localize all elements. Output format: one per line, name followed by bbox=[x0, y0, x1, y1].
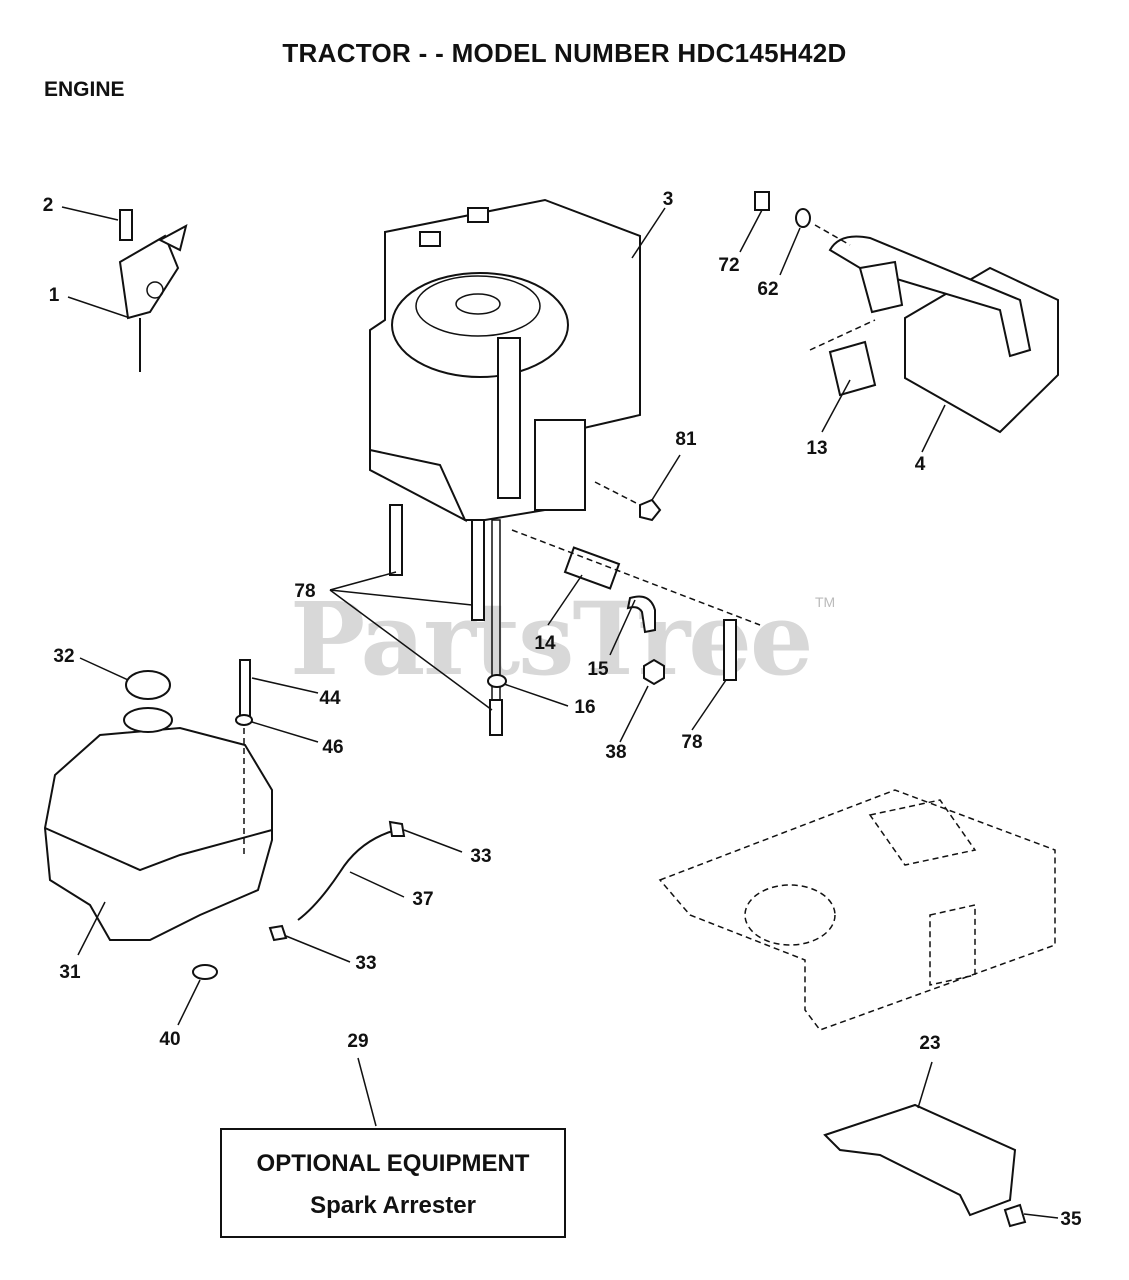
optional-equipment-heading: OPTIONAL EQUIPMENT bbox=[256, 1150, 530, 1177]
callout-31: 31 bbox=[59, 962, 81, 983]
callout-16: 16 bbox=[574, 697, 596, 718]
optional-equipment-item: Spark Arrester bbox=[310, 1192, 476, 1219]
leader-40 bbox=[177, 979, 201, 1026]
callout-15: 15 bbox=[587, 659, 609, 680]
callout-35: 35 bbox=[1060, 1209, 1082, 1230]
leader-62 bbox=[779, 227, 801, 276]
callout-81: 81 bbox=[675, 429, 697, 450]
callout-38: 38 bbox=[605, 742, 627, 763]
leader-78a-1 bbox=[329, 589, 473, 606]
callout-72: 72 bbox=[718, 255, 740, 276]
callout-33-top: 33 bbox=[470, 846, 492, 867]
leader-81 bbox=[651, 454, 681, 501]
nut-81-drawing bbox=[639, 498, 662, 522]
page-title: TRACTOR - - MODEL NUMBER HDC145H42D bbox=[282, 38, 847, 68]
grommet-40-drawing bbox=[192, 964, 218, 980]
muffler-drawing bbox=[754, 191, 1059, 434]
frame-drawing bbox=[658, 789, 1056, 1031]
callout-33-bottom: 33 bbox=[355, 953, 377, 974]
leader-3 bbox=[631, 207, 666, 259]
optional-equipment-box: OPTIONAL EQUIPMENT Spark Arrester bbox=[220, 1128, 566, 1238]
leader-78b bbox=[691, 679, 727, 731]
leader-37 bbox=[349, 871, 405, 898]
leader-4 bbox=[921, 404, 946, 453]
section-heading: ENGINE bbox=[44, 78, 125, 101]
watermark-trademark: TM bbox=[815, 594, 836, 610]
callout-46: 46 bbox=[322, 737, 344, 758]
callout-13: 13 bbox=[806, 438, 828, 459]
leader-16 bbox=[503, 683, 569, 707]
leader-1 bbox=[67, 296, 131, 319]
heat-shield-drawing bbox=[823, 1103, 1027, 1228]
fuel-tank-drawing bbox=[43, 659, 273, 941]
hardware-drawing bbox=[389, 504, 761, 736]
leader-78a-3 bbox=[329, 589, 493, 711]
throttle-control-drawing bbox=[118, 209, 188, 372]
leader-15 bbox=[609, 599, 636, 656]
callout-29: 29 bbox=[347, 1031, 369, 1052]
callout-32: 32 bbox=[53, 646, 75, 667]
callout-3: 3 bbox=[662, 189, 674, 210]
leader-14 bbox=[547, 574, 583, 626]
leader-13 bbox=[821, 379, 851, 433]
leader-35 bbox=[1023, 1213, 1059, 1219]
callout-2: 2 bbox=[42, 195, 54, 216]
leader-72 bbox=[739, 209, 763, 253]
callout-1: 1 bbox=[48, 285, 60, 306]
engine-drawing bbox=[369, 198, 641, 523]
leader-31 bbox=[77, 901, 106, 956]
callout-62: 62 bbox=[757, 279, 779, 300]
fuel-line-drawing bbox=[268, 820, 406, 942]
leader-44 bbox=[251, 677, 319, 694]
callout-37: 37 bbox=[412, 889, 434, 910]
callout-78-right: 78 bbox=[681, 732, 703, 753]
leader-38 bbox=[619, 685, 649, 743]
leader-32 bbox=[79, 657, 129, 681]
leader-46 bbox=[251, 721, 319, 743]
callout-23: 23 bbox=[919, 1033, 941, 1054]
leader-33a bbox=[403, 829, 463, 853]
callout-4: 4 bbox=[914, 454, 926, 475]
leader-33b bbox=[285, 935, 351, 963]
leader-23 bbox=[917, 1061, 933, 1109]
callout-40: 40 bbox=[159, 1029, 181, 1050]
callout-78-left: 78 bbox=[294, 581, 316, 602]
leader-2 bbox=[61, 206, 119, 221]
callout-44: 44 bbox=[319, 688, 341, 709]
callout-14: 14 bbox=[534, 633, 556, 654]
leader-29 bbox=[357, 1057, 377, 1127]
leader-78a-2 bbox=[329, 571, 397, 591]
